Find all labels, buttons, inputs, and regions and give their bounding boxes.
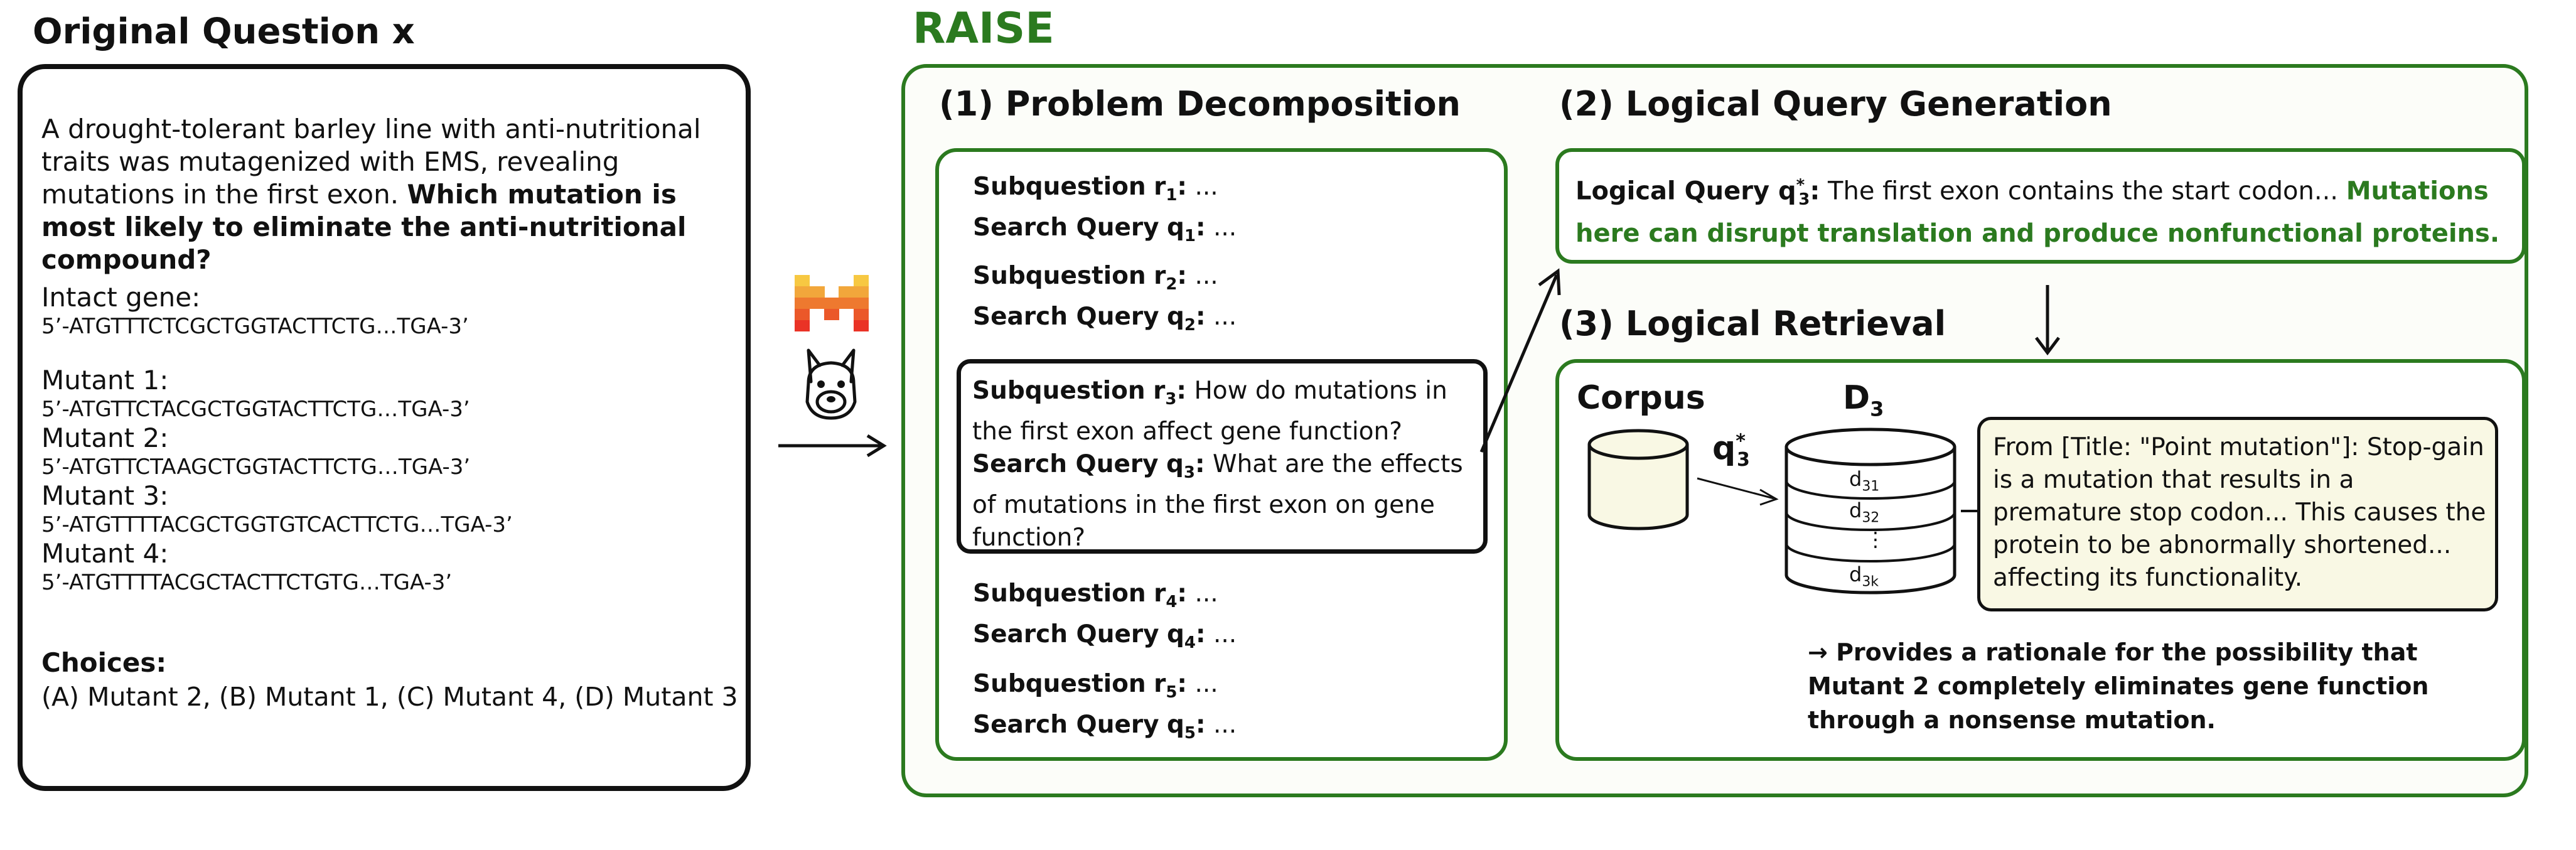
gene-list: Intact gene: 5’-ATGTTTCTCGCTGGTACTTCTG…T…: [41, 281, 732, 595]
original-question-box: A drought-tolerant barley line with anti…: [18, 64, 751, 791]
gene-entry: Mutant 3: 5’-ATGTTTTACGCTGGTGTCACTTCTG…T…: [41, 480, 732, 537]
search-query-line: Search Query q5: ...: [973, 710, 1237, 743]
search-query-line: Search Query q2: ...: [973, 302, 1237, 335]
choices-label: Choices:: [41, 647, 167, 678]
subquestion-block: Subquestion r5: ... Search Query q5: ...: [973, 668, 1237, 750]
corpus-to-docs-arrow: [1697, 477, 1779, 506]
gene-entry: Mutant 2: 5’-ATGTTCTAAGCTGGTACTTCTG…TGA-…: [41, 422, 732, 480]
subquestion-line: Subquestion r2: ...: [973, 262, 1218, 294]
gene-sequence: 5’-ATGTTTTACGCTACTTCTGTG…TGA-3’: [41, 570, 453, 595]
gene-entry: Mutant 4: 5’-ATGTTTTACGCTACTTCTGTG…TGA-3…: [41, 537, 732, 595]
corpus-database-icon: [1587, 429, 1689, 530]
original-question-title: Original Question x: [33, 11, 415, 52]
query-generation-title: (2) Logical Query Generation: [1559, 84, 2112, 124]
gene-label: Mutant 1:: [41, 365, 169, 395]
flow-arrow-right: [778, 434, 887, 458]
gene-entry: Intact gene: 5’-ATGTTTCTCGCTGGTACTTCTG…T…: [41, 281, 732, 339]
rationale-text: → Provides a rationale for the possibili…: [1808, 638, 2429, 734]
question-text: A drought-tolerant barley line with anti…: [41, 114, 701, 275]
highlighted-subquestion: Subquestion r3: How do mutations in the …: [972, 377, 1463, 552]
subquestion-line: Subquestion r4: ...: [973, 579, 1218, 611]
decomposition-title: (1) Problem Decomposition: [939, 84, 1461, 124]
doc-item: d32: [1849, 498, 1880, 526]
gene-sequence: 5’-ATGTTCTAAGCTGGTACTTCTG…TGA-3’: [41, 455, 471, 480]
search-query-line: Search Query q4: ...: [973, 620, 1237, 652]
gene-sequence: 5’-ATGTTTCTCGCTGGTACTTCTG…TGA-3’: [41, 314, 469, 339]
gene-label: Mutant 4:: [41, 538, 169, 569]
retrieved-document-box: From [Title: "Point mutation"]: Stop-gai…: [1977, 417, 2498, 611]
gene-sequence: 5’-ATGTTCTACGCTGGTACTTCTG…TGA-3’: [41, 397, 470, 422]
decomp-to-query-arrow: [1479, 268, 1561, 453]
retrieval-query-label: q*3: [1712, 429, 1750, 471]
subquestion-block: Subquestion r4: ... Search Query q4: ...: [973, 578, 1237, 659]
gene-label: Mutant 2:: [41, 422, 169, 453]
choices-text: (A) Mutant 2, (B) Mutant 1, (C) Mutant 4…: [41, 682, 738, 712]
doc-item: ⋮: [1865, 527, 1886, 551]
docs-label: D3: [1843, 379, 1884, 421]
corpus-label: Corpus: [1577, 379, 1705, 417]
raise-title: RAISE: [913, 4, 1055, 53]
gene-label: Intact gene:: [41, 282, 201, 313]
subquestion-line: Subquestion r1: ...: [973, 173, 1218, 205]
gene-sequence: 5’-ATGTTTTACGCTGGTGTCACTTCTG…TGA-3’: [41, 512, 513, 537]
retrieval-title: (3) Logical Retrieval: [1559, 304, 1946, 343]
highlighted-subquestion-box: Subquestion r3: How do mutations in the …: [957, 359, 1488, 554]
search-query-line: Search Query q1: ...: [973, 213, 1237, 245]
doc-item: d31: [1849, 467, 1880, 495]
subquestion-block: Subquestion r2: ... Search Query q2: ...: [973, 260, 1237, 342]
logical-query-text: Logical Query q*3: The first exon contai…: [1575, 176, 2500, 249]
doc-item: d3k: [1849, 562, 1879, 590]
subquestion-block: Subquestion r1: ... Search Query q1: ...: [973, 171, 1237, 252]
gene-entry: Mutant 1: 5’-ATGTTCTACGCTGGTACTTCTG…TGA-…: [41, 364, 732, 422]
mistral-logo-icon: [795, 275, 869, 331]
gene-label: Mutant 3:: [41, 480, 169, 511]
logical-query-box: Logical Query q*3: The first exon contai…: [1555, 148, 2526, 264]
retrieved-docs-database-icon: [1784, 428, 1956, 594]
decomposition-box: Subquestion r1: ... Search Query q1: ...…: [935, 148, 1508, 761]
llama-logo-icon: [805, 348, 857, 420]
subquestion-line: Subquestion r5: ...: [973, 670, 1218, 702]
retrieved-document-text: From [Title: "Point mutation"]: Stop-gai…: [1993, 433, 2486, 592]
docs-to-text-connector: [1961, 510, 1980, 512]
query-to-retrieval-arrow: [2035, 285, 2060, 356]
